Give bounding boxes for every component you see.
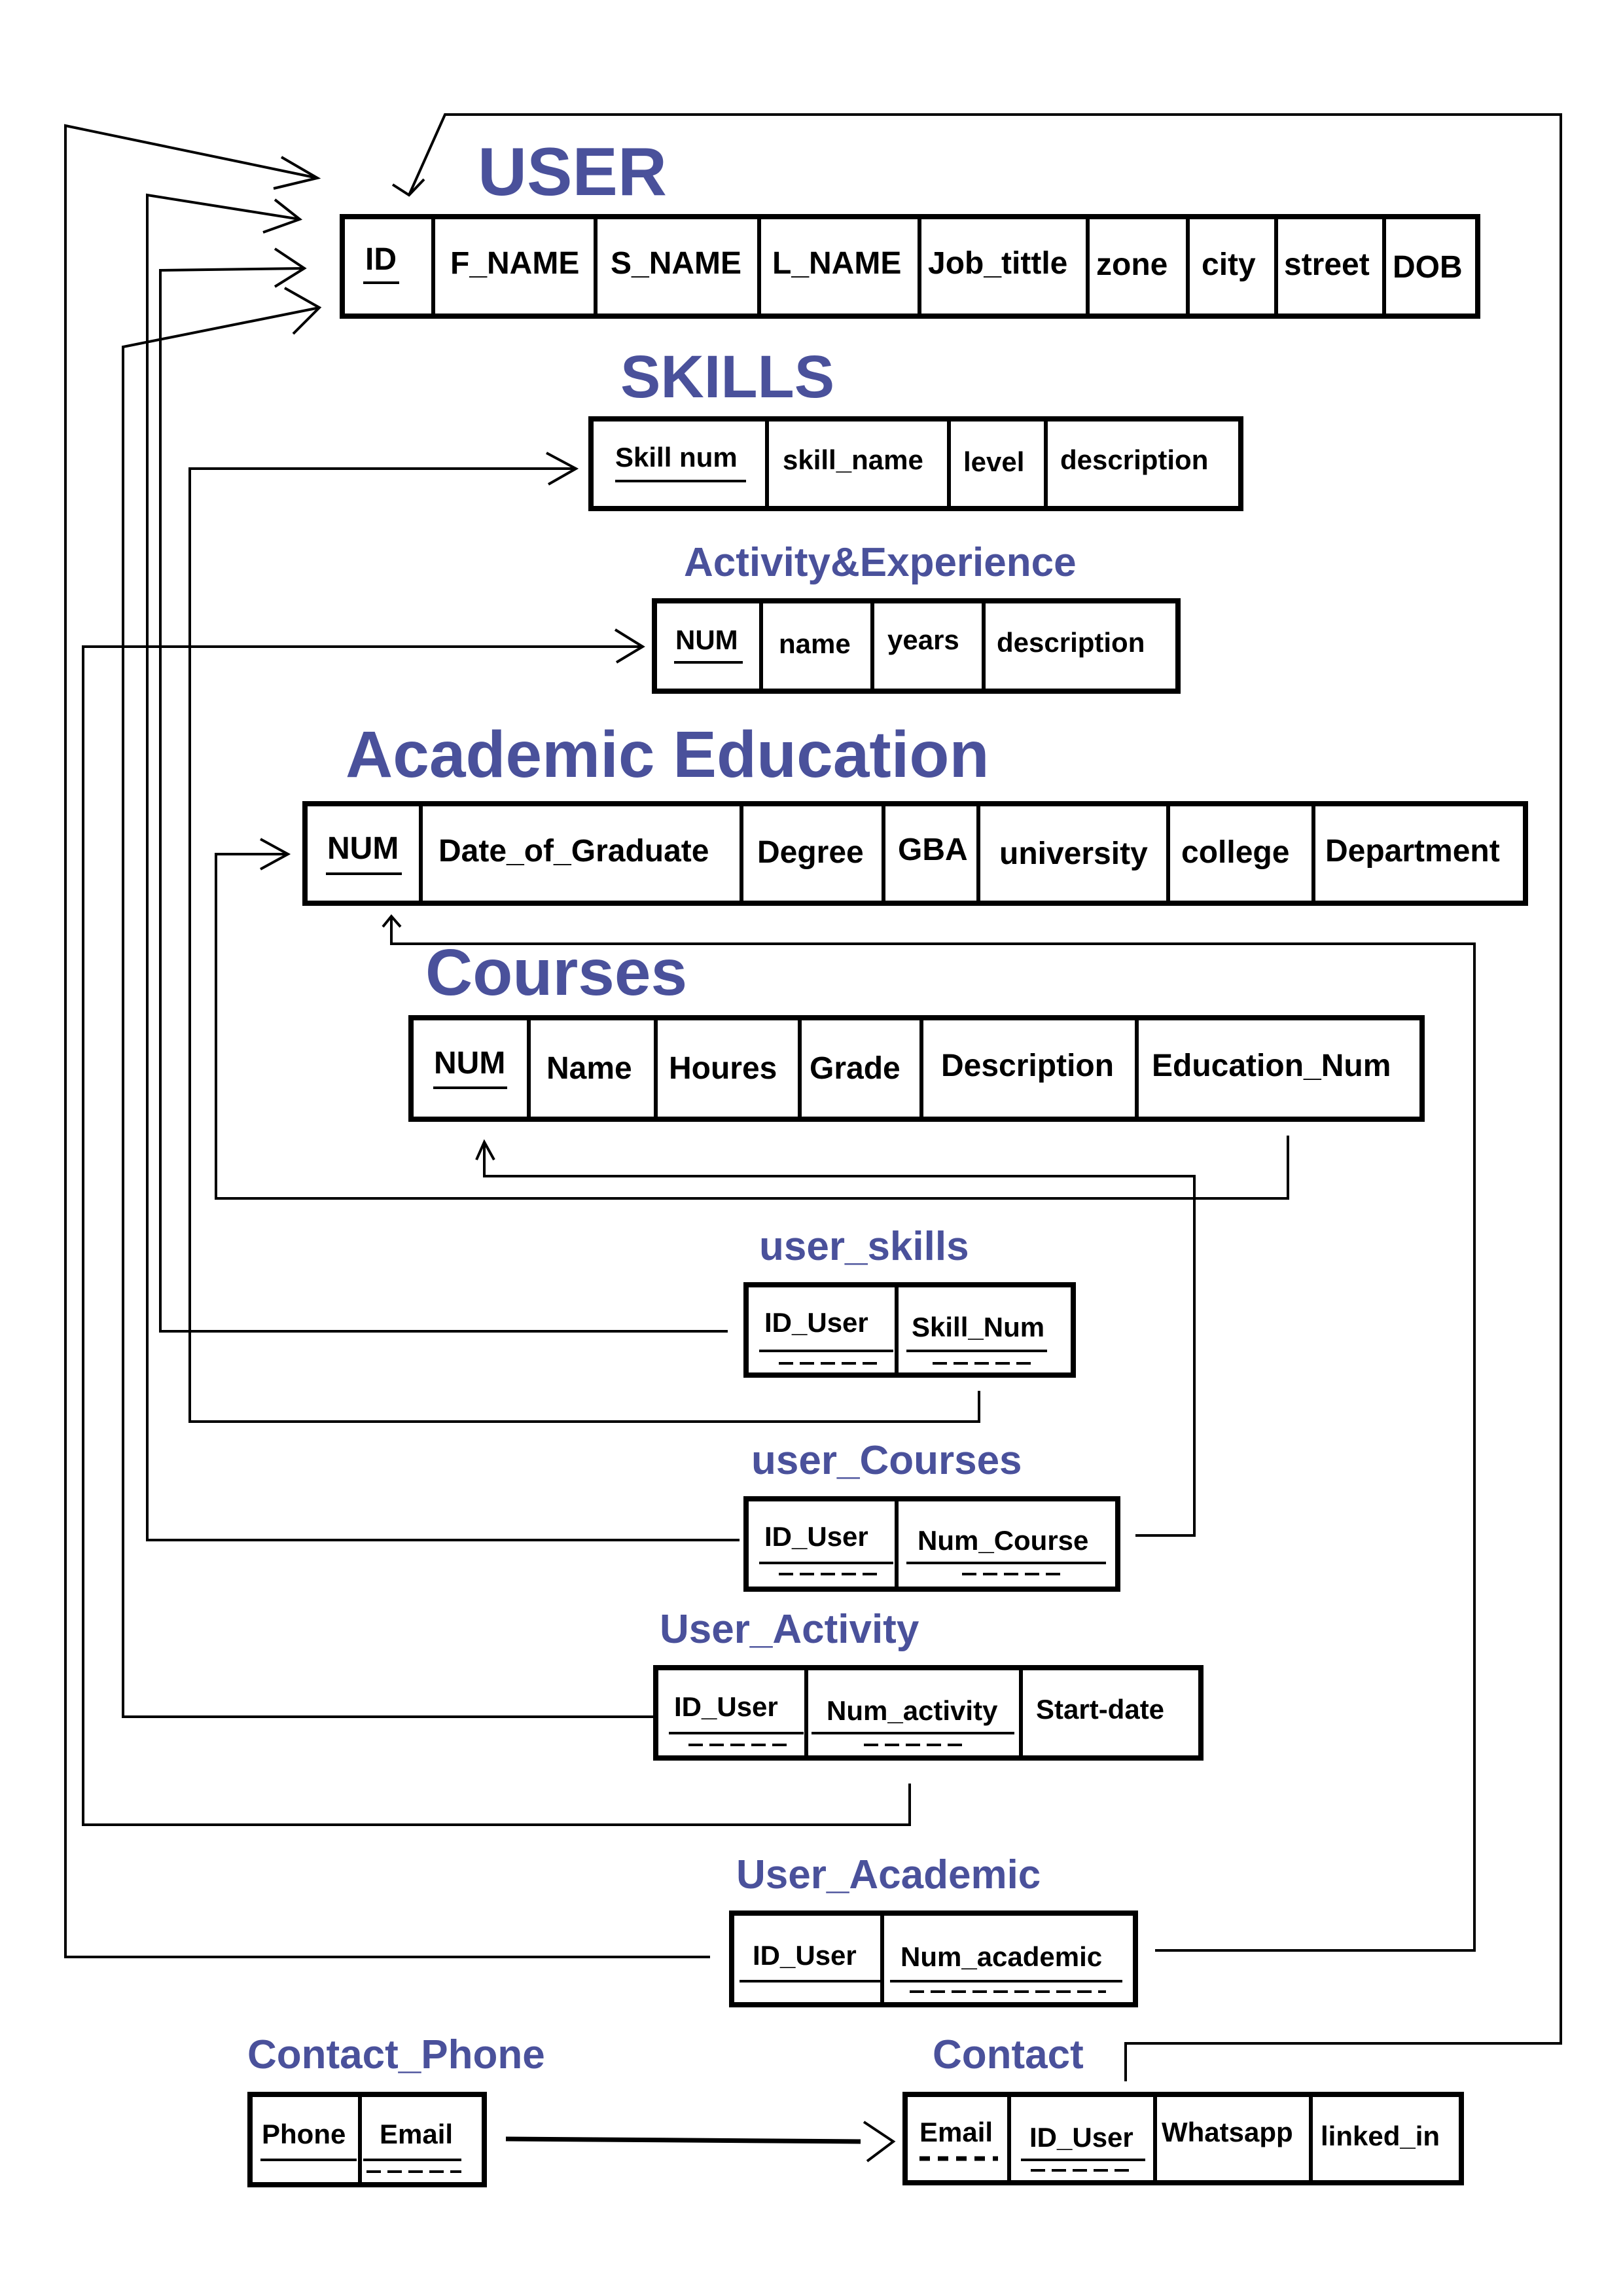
connector-user-skills-user bbox=[159, 267, 728, 1333]
courses-field-houres: Houres bbox=[669, 1051, 777, 1086]
activity-field-description: description bbox=[997, 627, 1145, 658]
user-field-l-name: L_NAME bbox=[772, 246, 901, 281]
courses-field-description: Description bbox=[941, 1049, 1114, 1083]
user-activity-field-id-user: ID_User bbox=[674, 1691, 778, 1722]
skills-field-skill-name: skill_name bbox=[783, 444, 923, 475]
user-academic-field-id-user: ID_User bbox=[753, 1940, 857, 1971]
skills-field-description: description bbox=[1060, 444, 1208, 475]
courses-field-name: Name bbox=[546, 1051, 632, 1086]
user-field-job-tittle: Job_tittle bbox=[928, 246, 1067, 281]
activity-title: Activity&Experience bbox=[684, 540, 1077, 585]
academic-field-university: university bbox=[999, 836, 1148, 871]
user-academic-table-box bbox=[729, 1910, 1138, 2007]
user-table-box bbox=[340, 214, 1480, 319]
user-academic-field-num-academic: Num_academic bbox=[901, 1941, 1102, 1972]
activity-field-name: name bbox=[779, 628, 851, 659]
academic-table-box bbox=[302, 801, 1528, 906]
courses-field-num: NUM bbox=[434, 1046, 505, 1081]
academic-field-date-of-graduate: Date_of_Graduate bbox=[438, 834, 709, 869]
user-skills-entity: user_skills ID_User Skill_Num bbox=[743, 1224, 1076, 1378]
user-courses-field-num-course: Num_Course bbox=[918, 1525, 1088, 1556]
user-skills-field-skill-num: Skill_Num bbox=[912, 1312, 1044, 1342]
contact-entity: Contact Email ID_User Whatsapp linked_in bbox=[902, 2032, 1464, 2185]
contact-phone-title: Contact_Phone bbox=[247, 2032, 545, 2077]
user-field-s-name: S_NAME bbox=[611, 246, 741, 281]
user-academic-entity: User_Academic ID_User Num_academic bbox=[729, 1852, 1138, 2007]
user-field-city: city bbox=[1202, 247, 1256, 282]
user-activity-field-num-activity: Num_activity bbox=[827, 1695, 998, 1726]
user-field-street: street bbox=[1284, 247, 1370, 282]
contact-table-box bbox=[902, 2092, 1464, 2185]
user-skills-table-box bbox=[743, 1282, 1076, 1378]
contact-field-whatsapp: Whatsapp bbox=[1162, 2117, 1293, 2147]
courses-title: Courses bbox=[425, 936, 687, 1009]
skills-field-skill-num: Skill num bbox=[615, 442, 738, 473]
academic-title: Academic Education bbox=[346, 718, 990, 791]
user-skills-title: user_skills bbox=[759, 1224, 969, 1269]
academic-field-department: Department bbox=[1325, 834, 1500, 869]
user-activity-title: User_Activity bbox=[660, 1607, 919, 1652]
user-activity-field-start-date: Start-date bbox=[1036, 1694, 1164, 1725]
academic-field-degree: Degree bbox=[757, 835, 864, 870]
user-field-id: ID bbox=[365, 242, 397, 277]
contact-field-email: Email bbox=[919, 2117, 993, 2147]
skills-table-box bbox=[588, 416, 1243, 511]
connector-contact-phone-contact bbox=[505, 2136, 861, 2144]
connector-user-academic-user bbox=[64, 124, 710, 1958]
user-academic-title: User_Academic bbox=[736, 1852, 1041, 1897]
courses-entity: Courses NUM Name Houres Grade Descriptio… bbox=[408, 936, 1425, 1122]
connector-user-skills-skills bbox=[188, 467, 980, 1423]
user-courses-field-id-user: ID_User bbox=[764, 1521, 868, 1552]
activity-field-num: NUM bbox=[675, 624, 738, 655]
connector-user-activity-user bbox=[122, 306, 654, 1718]
contact-phone-table-box bbox=[247, 2092, 487, 2187]
activity-entity: Activity&Experience NUM name years descr… bbox=[652, 540, 1181, 694]
user-entity: USER ID F_NAME S_NAME L_NAME Job_tittle … bbox=[340, 134, 1480, 319]
user-skills-field-id-user: ID_User bbox=[764, 1307, 868, 1338]
courses-field-education-num: Education_Num bbox=[1152, 1049, 1391, 1083]
academic-entity: Academic Education NUM Date_of_Graduate … bbox=[302, 718, 1528, 906]
activity-field-years: years bbox=[887, 624, 959, 655]
contact-phone-field-phone: Phone bbox=[262, 2119, 346, 2149]
academic-field-college: college bbox=[1181, 835, 1289, 870]
connector-user-activity-activity bbox=[82, 645, 911, 1826]
connector-user-academic-education bbox=[390, 916, 1476, 1952]
contact-phone-field-email: Email bbox=[380, 2119, 453, 2149]
contact-field-id-user: ID_User bbox=[1029, 2122, 1133, 2153]
arrow-heads bbox=[260, 156, 896, 2162]
skills-title: SKILLS bbox=[620, 344, 834, 410]
user-activity-entity: User_Activity ID_User Num_activity Start… bbox=[653, 1607, 1204, 1761]
user-field-f-name: F_NAME bbox=[450, 246, 579, 281]
activity-table-box bbox=[652, 598, 1181, 694]
connector-contact-user bbox=[408, 113, 1562, 2081]
user-activity-table-box bbox=[653, 1665, 1204, 1761]
connector-user-courses-user bbox=[146, 193, 740, 1541]
skills-field-level: level bbox=[963, 446, 1024, 477]
connector-courses-education bbox=[215, 853, 1289, 1200]
user-field-zone: zone bbox=[1096, 247, 1168, 282]
skills-entity: SKILLS Skill num skill_name level descri… bbox=[588, 344, 1243, 511]
contact-phone-entity: Contact_Phone Phone Email bbox=[247, 2032, 545, 2187]
connector-user-courses-courses bbox=[483, 1142, 1196, 1537]
academic-field-num: NUM bbox=[327, 831, 399, 866]
user-field-dob: DOB bbox=[1393, 250, 1463, 285]
contact-field-linked-in: linked_in bbox=[1321, 2121, 1440, 2151]
user-title: USER bbox=[478, 134, 667, 210]
courses-table-box bbox=[408, 1015, 1425, 1122]
courses-field-grade: Grade bbox=[810, 1051, 901, 1086]
relationship-lines bbox=[64, 113, 1562, 2144]
contact-title: Contact bbox=[933, 2032, 1084, 2077]
user-courses-entity: user_Courses ID_User Num_Course bbox=[743, 1438, 1120, 1592]
academic-field-gba: GBA bbox=[898, 833, 968, 867]
user-courses-title: user_Courses bbox=[751, 1438, 1022, 1483]
